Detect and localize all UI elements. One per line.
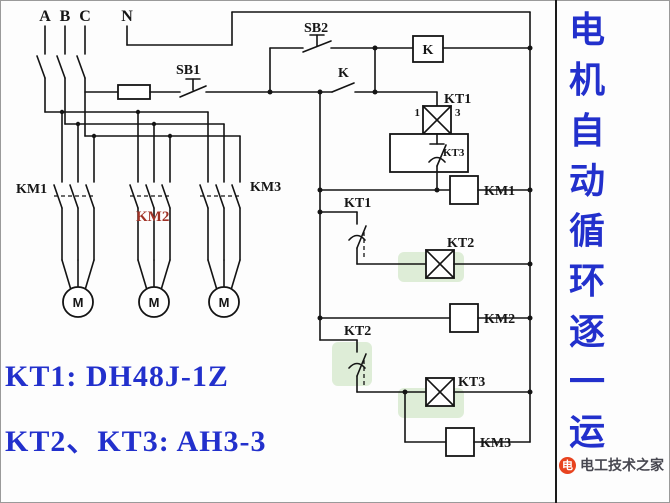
kt1-timed-contact: KT1 — [319, 196, 371, 265]
phase-a-label: A — [39, 8, 51, 25]
km3-main-contacts — [199, 184, 242, 261]
phase-b-label: B — [60, 8, 71, 25]
title-char: 循 — [568, 211, 605, 251]
kt3-nc-label: KT3 — [443, 147, 465, 159]
kt3-coil-label: KT3 — [458, 375, 485, 390]
neutral-label: N — [121, 8, 133, 25]
kt1-contact-label: KT1 — [344, 196, 371, 211]
watermark-brand: 电工技术之家 — [580, 457, 664, 473]
title-char: 一 — [568, 361, 605, 402]
control-buses — [231, 11, 531, 443]
phase-c-switch — [76, 25, 86, 137]
km2-coil-label: KM2 — [484, 312, 515, 327]
kt1-pin3-label: 3 — [455, 107, 461, 119]
km3-coil-label: KM3 — [480, 436, 511, 451]
motor-2-label: M — [149, 295, 160, 310]
motor-3: M — [207, 259, 241, 318]
kt1-coil-label: KT1 — [444, 92, 471, 107]
km1-main-contacts — [53, 184, 96, 261]
km2-main-contacts — [129, 184, 172, 261]
title-char: 机 — [568, 60, 605, 101]
vertical-title: 电 机 自 动 循 环 逐 一 运 — [560, 12, 614, 450]
title-char: 环 — [568, 261, 605, 302]
title-char: 电 — [568, 10, 605, 50]
title-char: 运 — [568, 412, 605, 452]
sb2-label: SB2 — [304, 21, 328, 36]
km3-coil-rung: KM3 — [404, 391, 531, 457]
title-char: 动 — [568, 160, 605, 201]
kt2-coil-label: KT2 — [447, 236, 474, 251]
k-contact-label: K — [338, 66, 349, 81]
k-coil-label: K — [423, 43, 434, 58]
junction-dots — [267, 45, 533, 395]
title-char: 逐 — [568, 311, 605, 352]
k-hold-contact: K — [331, 66, 438, 93]
phase-a-switch — [36, 25, 46, 113]
fuse — [84, 84, 181, 100]
sb2-start-button: SB2 — [269, 21, 414, 93]
phase-c-label: C — [79, 8, 91, 25]
kt2-timer-coil: KT2 — [356, 236, 531, 279]
kt2-timed-contact: KT2 — [319, 324, 371, 393]
control-section: SB1 K SB2 K — [84, 11, 533, 457]
km1-coil-label: KM1 — [484, 184, 515, 199]
motor-1: M — [61, 259, 95, 318]
sb1-stop-button: SB1 — [176, 63, 207, 98]
timer-note-kt2-kt3: KT2、KT3: AH3-3 — [5, 425, 267, 458]
km1-contacts-label: KM1 — [16, 182, 47, 197]
kt3-nc-timed-contact: KT3 — [389, 133, 469, 191]
title-separator-line — [555, 0, 557, 503]
km2-contacts-label: KM2 — [136, 209, 169, 225]
sb1-label: SB1 — [176, 63, 200, 78]
timer-note-kt1: KT1: DH48J-1Z — [5, 360, 229, 393]
k-relay-coil: K — [412, 35, 531, 63]
motor-2: M — [137, 259, 171, 318]
site-watermark: 电 电工技术之家 — [559, 455, 664, 475]
neutral-wire — [126, 11, 233, 46]
phase-b-switch — [56, 25, 66, 125]
title-char: 自 — [568, 110, 605, 151]
kt1-pin1-label: 1 — [415, 107, 421, 119]
motor-3-label: M — [219, 295, 230, 310]
phase-distribution-wires — [44, 109, 241, 183]
power-section: A B C N — [16, 8, 281, 318]
kt3-timer-coil: KT3 — [356, 375, 531, 407]
kt1-timer-coil: KT1 1 3 — [415, 91, 471, 135]
watermark-logo-icon: 电 — [559, 456, 576, 474]
motor-1-label: M — [73, 295, 84, 310]
km3-contacts-label: KM3 — [250, 180, 281, 195]
kt2-contact-label: KT2 — [344, 324, 371, 339]
km2-coil-rung: KM2 — [319, 303, 531, 333]
km1-coil-rung: KM1 — [319, 175, 531, 205]
